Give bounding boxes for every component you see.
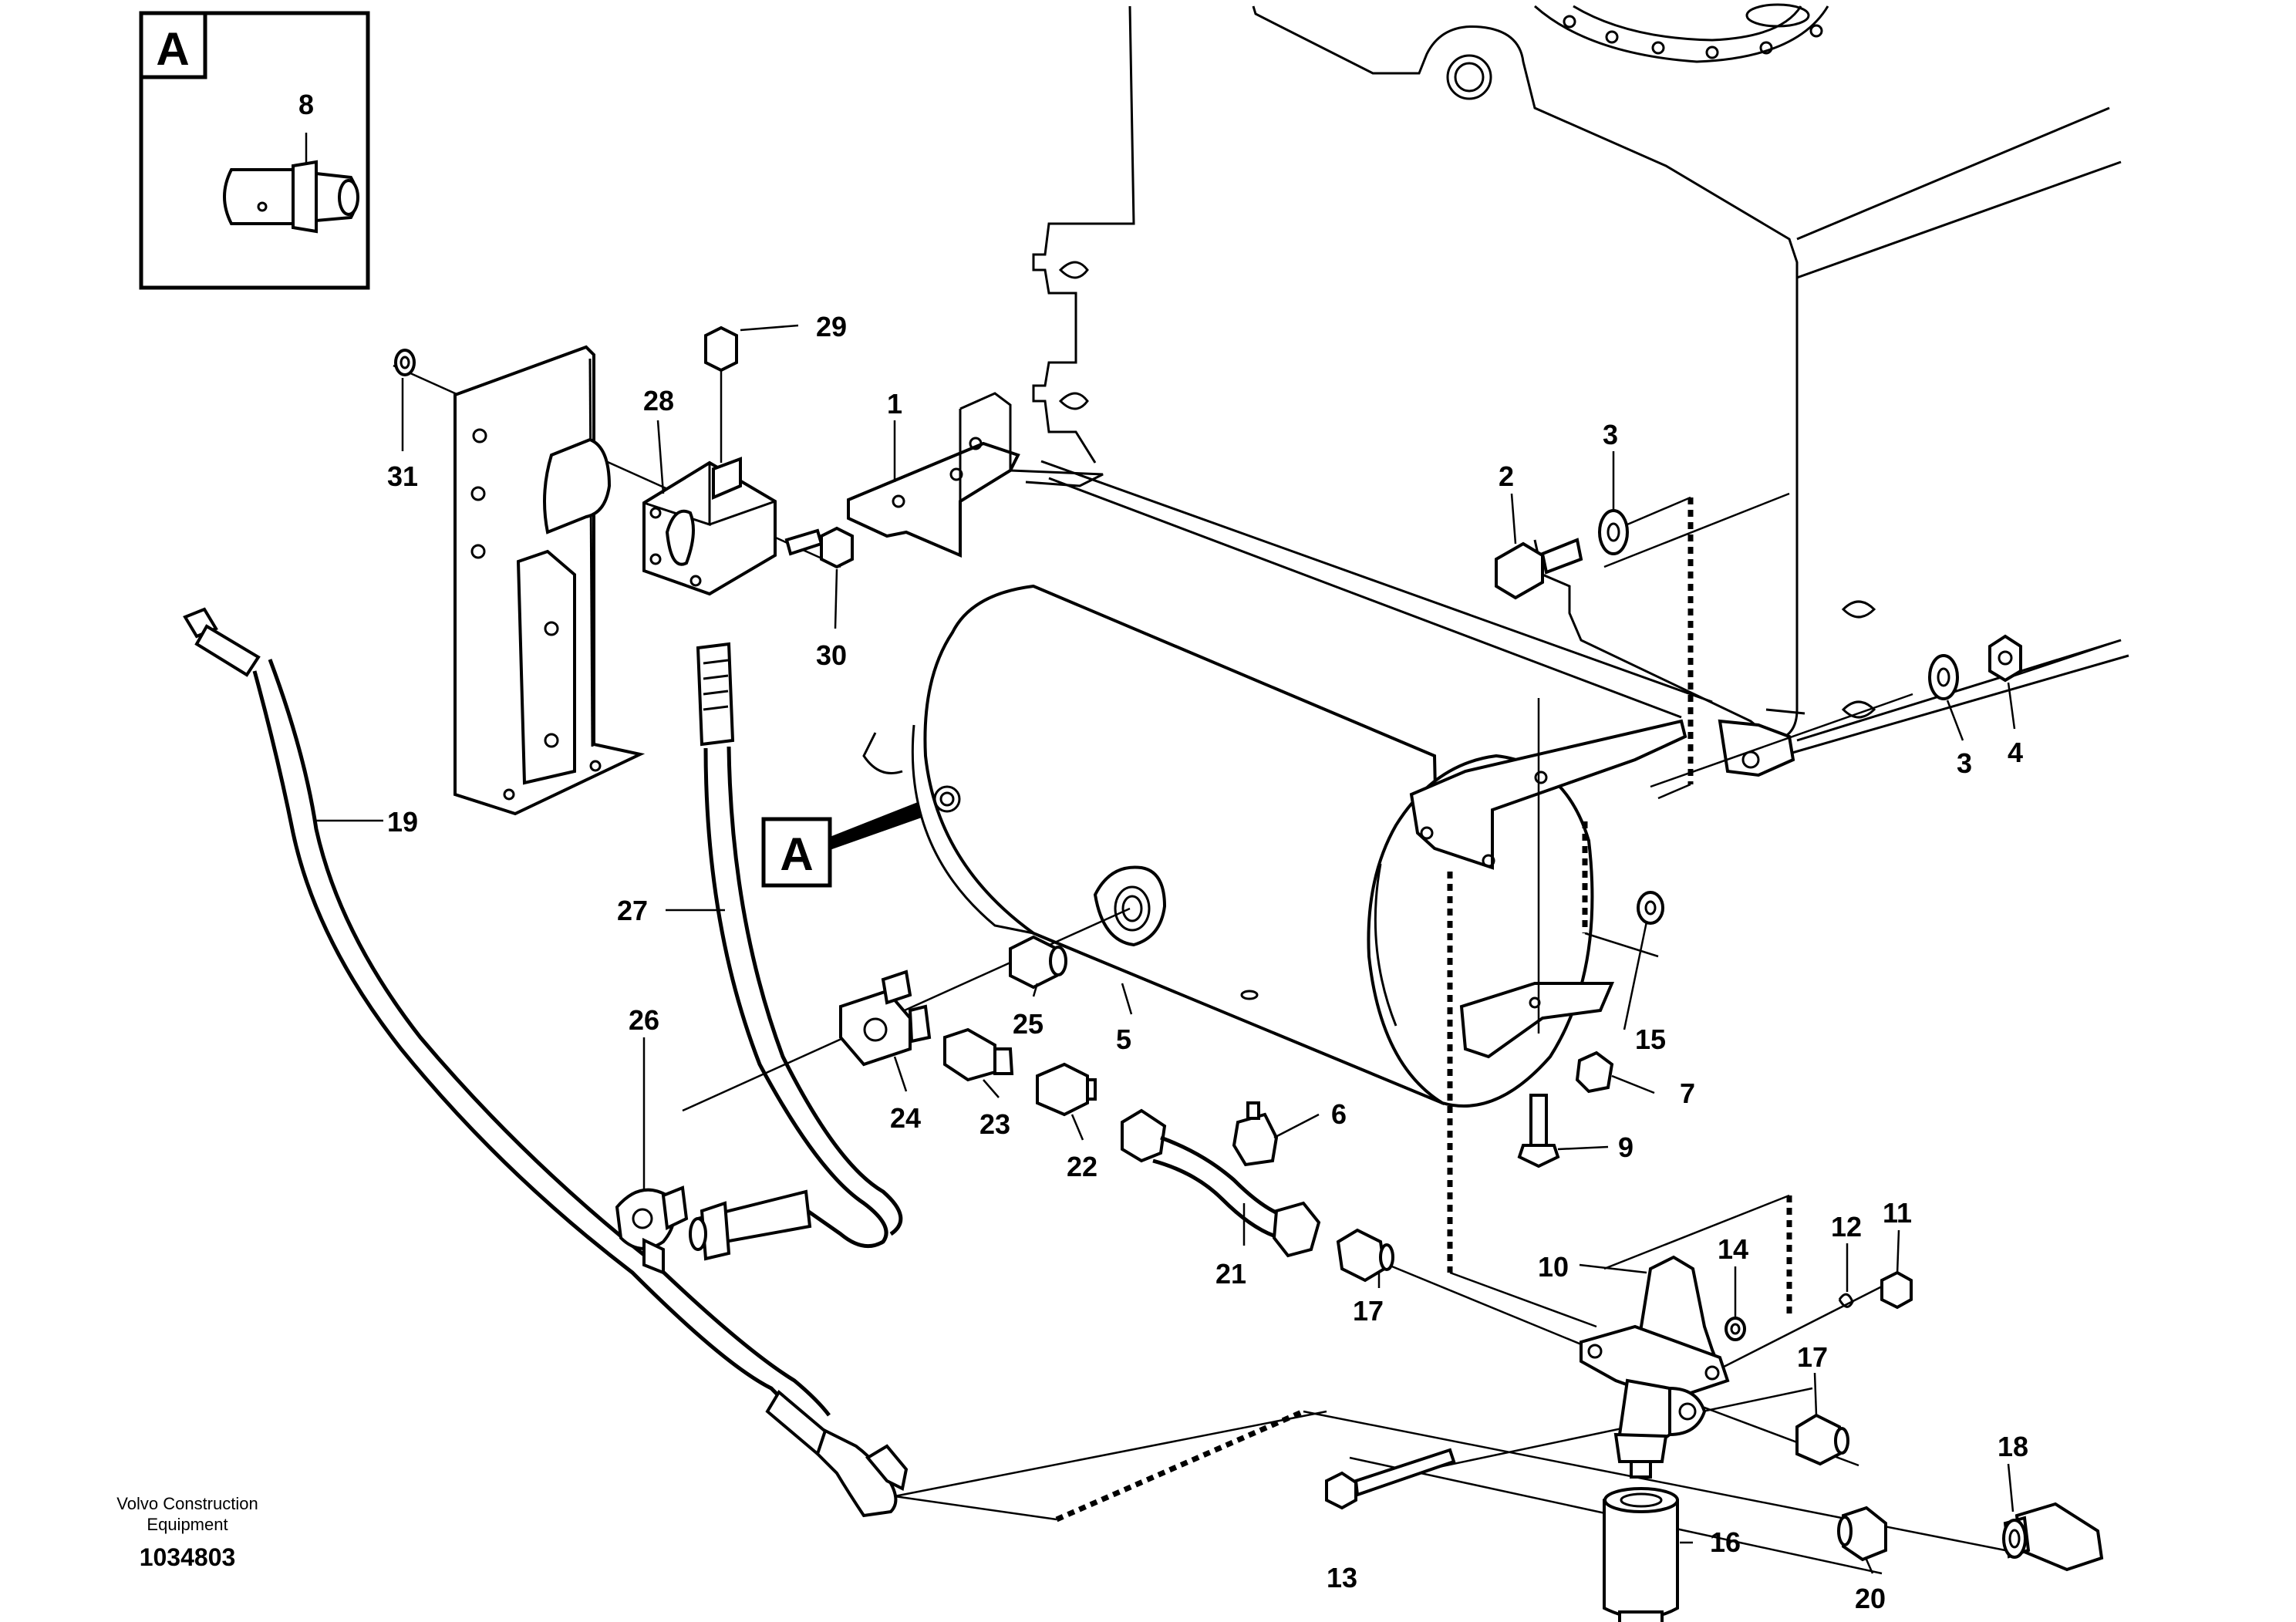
pipe-21-drawing	[1121, 1108, 1321, 1258]
callout-14: 14	[1718, 1233, 1748, 1265]
callout-9: 9	[1618, 1131, 1633, 1163]
fitting-23-drawing	[943, 1027, 1014, 1082]
dashed-alignment-lines	[1055, 497, 1792, 1523]
callout-4: 4	[2008, 737, 2023, 768]
view-marker-letter: A	[780, 828, 813, 880]
fitting-20-drawing	[1837, 1506, 1887, 1562]
plug-7-drawing	[1575, 1050, 1614, 1094]
fitting-17b-drawing	[1795, 1413, 1849, 1466]
callout-19: 19	[387, 806, 418, 838]
hose-19-drawing	[183, 607, 909, 1518]
fitting-24-tee-drawing	[839, 969, 932, 1067]
drawing-number: 1034803	[140, 1543, 236, 1571]
view-marker-a: A	[761, 802, 922, 888]
fitting-22-drawing	[1036, 1062, 1097, 1117]
screw-11-drawing	[1880, 1270, 1913, 1310]
callout-29: 29	[816, 311, 847, 342]
callout-26: 26	[629, 1004, 659, 1036]
fitting-25-drawing	[1009, 935, 1067, 990]
callout-18: 18	[1998, 1431, 2028, 1462]
callout-11: 11	[1883, 1197, 1912, 1229]
brand-line-1: Volvo Construction	[116, 1494, 258, 1513]
callout-17a: 17	[1353, 1295, 1384, 1327]
valve-block-28-drawing	[642, 325, 854, 596]
fitting-26-drawing	[615, 1185, 689, 1275]
filter-16-drawing	[1603, 1487, 1679, 1622]
callout-24: 24	[890, 1102, 921, 1134]
valve-10-drawing	[1580, 1255, 1730, 1479]
callout-30: 30	[816, 639, 847, 671]
callout-31: 31	[387, 460, 418, 492]
bolt-9-drawing	[1517, 1094, 1560, 1168]
footer: Volvo Construction Equipment 1034803	[116, 1494, 258, 1571]
detail-view-letter: A	[156, 23, 189, 75]
bracket-1-drawing	[847, 392, 1104, 558]
frame-structure	[1032, 3, 2129, 757]
spacer-14-drawing	[1725, 1317, 1746, 1341]
callout-2: 2	[1499, 460, 1514, 492]
fitting-17a-drawing	[1336, 1228, 1394, 1283]
bolt-2-drawing	[1495, 509, 1629, 600]
callout-16: 16	[1710, 1526, 1741, 1558]
detail-view-a: A	[139, 11, 370, 290]
wall-bracket-drawing	[394, 345, 646, 816]
callout-25: 25	[1013, 1008, 1043, 1040]
callout-23: 23	[979, 1108, 1010, 1140]
callout-28: 28	[643, 385, 674, 416]
fitting-8-drawing	[223, 133, 359, 234]
callout-15: 15	[1635, 1023, 1666, 1055]
callout-10: 10	[1538, 1251, 1569, 1283]
callout-17b: 17	[1797, 1341, 1828, 1373]
brand-line-2: Equipment	[147, 1515, 228, 1534]
callout-22: 22	[1067, 1151, 1097, 1182]
callout-7: 7	[1680, 1077, 1695, 1109]
callout-labels: 1 2 3 3 4 5 6 7 8 9 10 11 12 13 14 15 16…	[298, 89, 2028, 1614]
callout-13: 13	[1327, 1562, 1357, 1593]
callout-6: 6	[1331, 1098, 1347, 1130]
tank-cover-bolts	[1563, 15, 1823, 59]
callout-5: 5	[1116, 1023, 1131, 1055]
bolt-13-drawing	[1325, 1448, 1456, 1510]
hose-27-drawing	[689, 642, 903, 1261]
callout-8: 8	[298, 89, 314, 120]
callout-leaders	[316, 324, 2016, 1574]
ring-12-drawing	[1838, 1293, 1854, 1308]
drain-valve-6-drawing	[1232, 990, 1279, 1167]
callout-3b: 3	[1957, 747, 1972, 779]
tank-bracket-drawing	[1409, 719, 1795, 1059]
callout-21: 21	[1215, 1258, 1246, 1290]
callout-20: 20	[1855, 1583, 1886, 1614]
callout-12: 12	[1831, 1211, 1862, 1243]
callout-3a: 3	[1603, 419, 1618, 450]
washer-15-drawing	[1637, 891, 1664, 925]
callout-1: 1	[887, 388, 902, 420]
fitting-18-drawing	[2002, 1502, 2104, 1572]
washer-nut-3-4-drawing	[1928, 634, 2022, 700]
callout-27: 27	[617, 895, 648, 926]
